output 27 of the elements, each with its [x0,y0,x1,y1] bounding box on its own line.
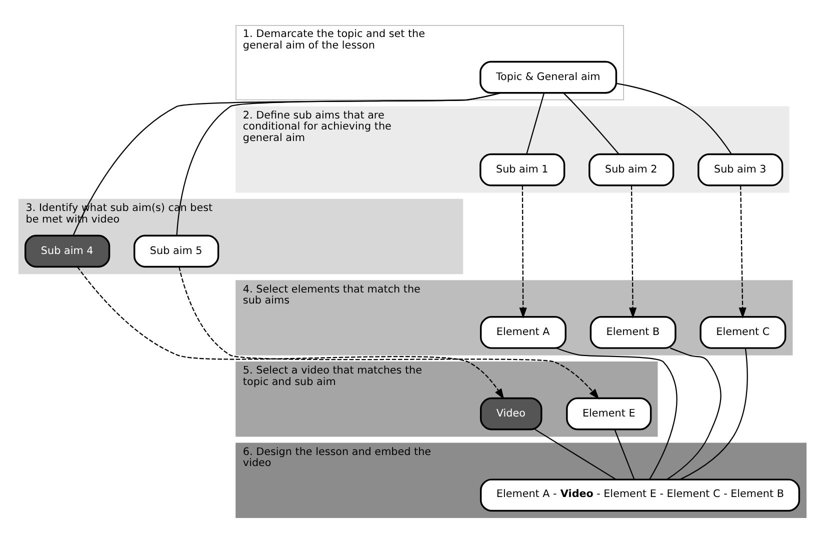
connector [556,347,678,480]
connector [616,82,732,154]
connector [614,428,635,480]
arrow [178,266,600,399]
node-box: Element A - Video - Element E - Element C - Element B [480,478,800,512]
arrow [76,266,504,399]
node-box: Video [480,396,542,430]
node-box: Sub aim 3 [698,152,784,186]
connector [680,348,748,480]
node-box: Element B [590,316,676,348]
connector [563,92,620,154]
node-box: Element C [700,316,786,348]
node-box: Sub aim 2 [588,152,674,186]
connector [534,428,616,480]
node-box: Sub aim 5 [134,234,220,268]
connector [666,347,722,480]
node-box: Sub aim 4 [24,234,110,268]
connector [176,92,501,236]
node-box: Sub aim 1 [480,152,566,186]
node-box: Topic & General aim [480,60,618,94]
node-box: Element E [566,396,652,430]
arrow [629,185,637,318]
arrow [519,185,527,318]
node-box: Element A [480,316,566,348]
connector [526,92,545,154]
connector [72,92,502,236]
arrow [738,185,746,318]
